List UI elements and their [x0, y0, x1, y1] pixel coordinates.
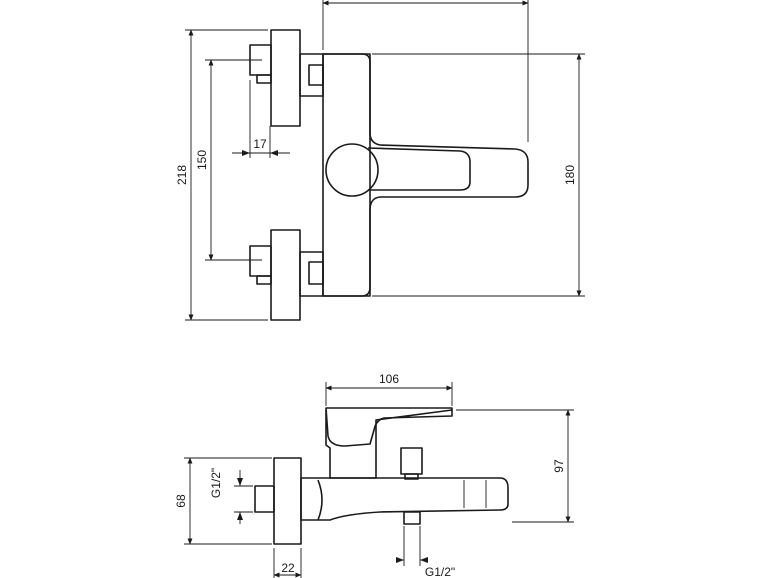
- cartridge-knob: [325, 143, 379, 197]
- lower-escutcheon: [299, 251, 324, 297]
- lower-connector-tip: [256, 275, 272, 285]
- inlet-spacing-label: 150: [195, 150, 209, 170]
- lower-nut: [308, 261, 324, 285]
- diverter-stem: [404, 473, 419, 480]
- lever-handle: [367, 147, 471, 191]
- height-label: 97: [552, 459, 566, 473]
- inlet-thread-label: G1/2": [209, 468, 223, 498]
- mixer-body: [323, 53, 529, 297]
- lower-connector: [249, 245, 272, 277]
- side-spout: [300, 477, 509, 521]
- wall-plate: [322, 53, 371, 297]
- flange-label: 22: [281, 561, 295, 575]
- wall-label: 68: [174, 494, 188, 508]
- upper-connector-tip: [256, 74, 272, 84]
- side-inlet-connector: [254, 485, 275, 513]
- upper-nut: [308, 64, 324, 86]
- upper-escutcheon: [299, 53, 324, 97]
- spout-joint: [317, 479, 323, 521]
- upper-flange: [270, 29, 301, 127]
- diverter-knob: [400, 447, 423, 475]
- inlet-offset-label: 17: [253, 137, 267, 151]
- side-wall-flange: [273, 457, 302, 545]
- side-valve-body: [325, 409, 453, 479]
- side-lever: [325, 407, 453, 447]
- lower-flange: [270, 229, 301, 321]
- top-view: 218 150 17 180: [175, 0, 585, 321]
- depth-label: 106: [379, 372, 399, 386]
- body-height-label: 180: [563, 165, 577, 185]
- total-height-label: 218: [175, 165, 189, 185]
- side-view: 106 97 68 G1/2" 22 G1/2": [174, 372, 574, 578]
- hose-outlet: [403, 511, 421, 525]
- outlet-thread-label: G1/2": [425, 565, 455, 578]
